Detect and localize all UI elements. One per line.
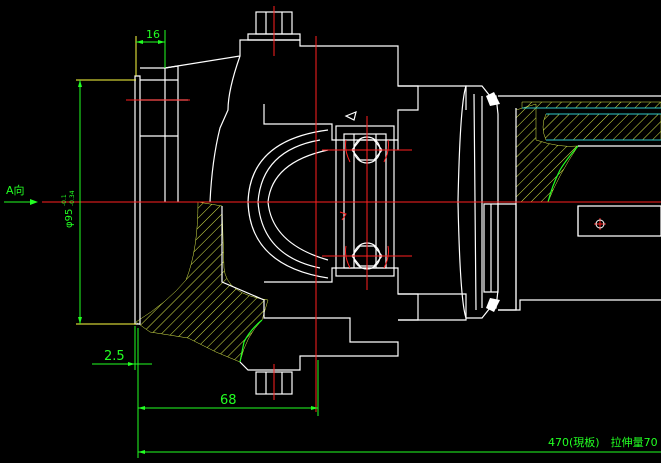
spider-block [335,125,395,277]
dimension-lines [4,30,661,458]
keyway-hatch [542,113,661,141]
break-line-green-right [547,145,579,203]
shaft-tube-hatch [521,101,661,109]
spider-block-inner [343,133,387,269]
grease-fitting [344,111,357,121]
shaft-highlight [522,107,661,141]
extension-lines [76,36,137,325]
break-line-green [239,319,263,363]
diameter-tol-lower: -0.34 [69,190,76,206]
yoke-arm-curve [263,104,398,141]
yoke-upper-outline [164,39,419,203]
bolt-washer-top [247,33,301,41]
flange-step [164,65,179,202]
shaft-lower [498,205,661,311]
locking-tabs [339,139,389,269]
dim-68-label: 68 [220,393,237,408]
center-hub [398,85,467,321]
flange-plate [134,75,141,325]
yoke-arc-mid [257,139,321,269]
seal-ring [483,203,499,293]
diameter-value: φ95 [64,209,75,228]
yoke-arc-inner [267,149,329,261]
view-a-label: A向 [6,183,25,197]
nipple-bottom [486,298,500,312]
centerlines [42,6,661,412]
dimension-arrowheads [30,40,318,454]
section-hatching [135,101,661,363]
diameter-tol-upper: -0.1 [61,194,68,206]
flange-hatch-lower [135,201,269,363]
total-length-label: 470(現板) 拉伸量70 [548,435,658,449]
small-hole [595,219,605,229]
dim-16-label: 16 [146,28,160,41]
dim-2-5-label: 2.5 [104,349,125,364]
diameter-dimension: φ95 -0.1 -0.34 [61,190,76,228]
flange-face [140,67,166,202]
yoke-lower-outline [221,206,419,371]
flange-bolt-hole [140,79,188,137]
nipple-top [486,92,500,106]
